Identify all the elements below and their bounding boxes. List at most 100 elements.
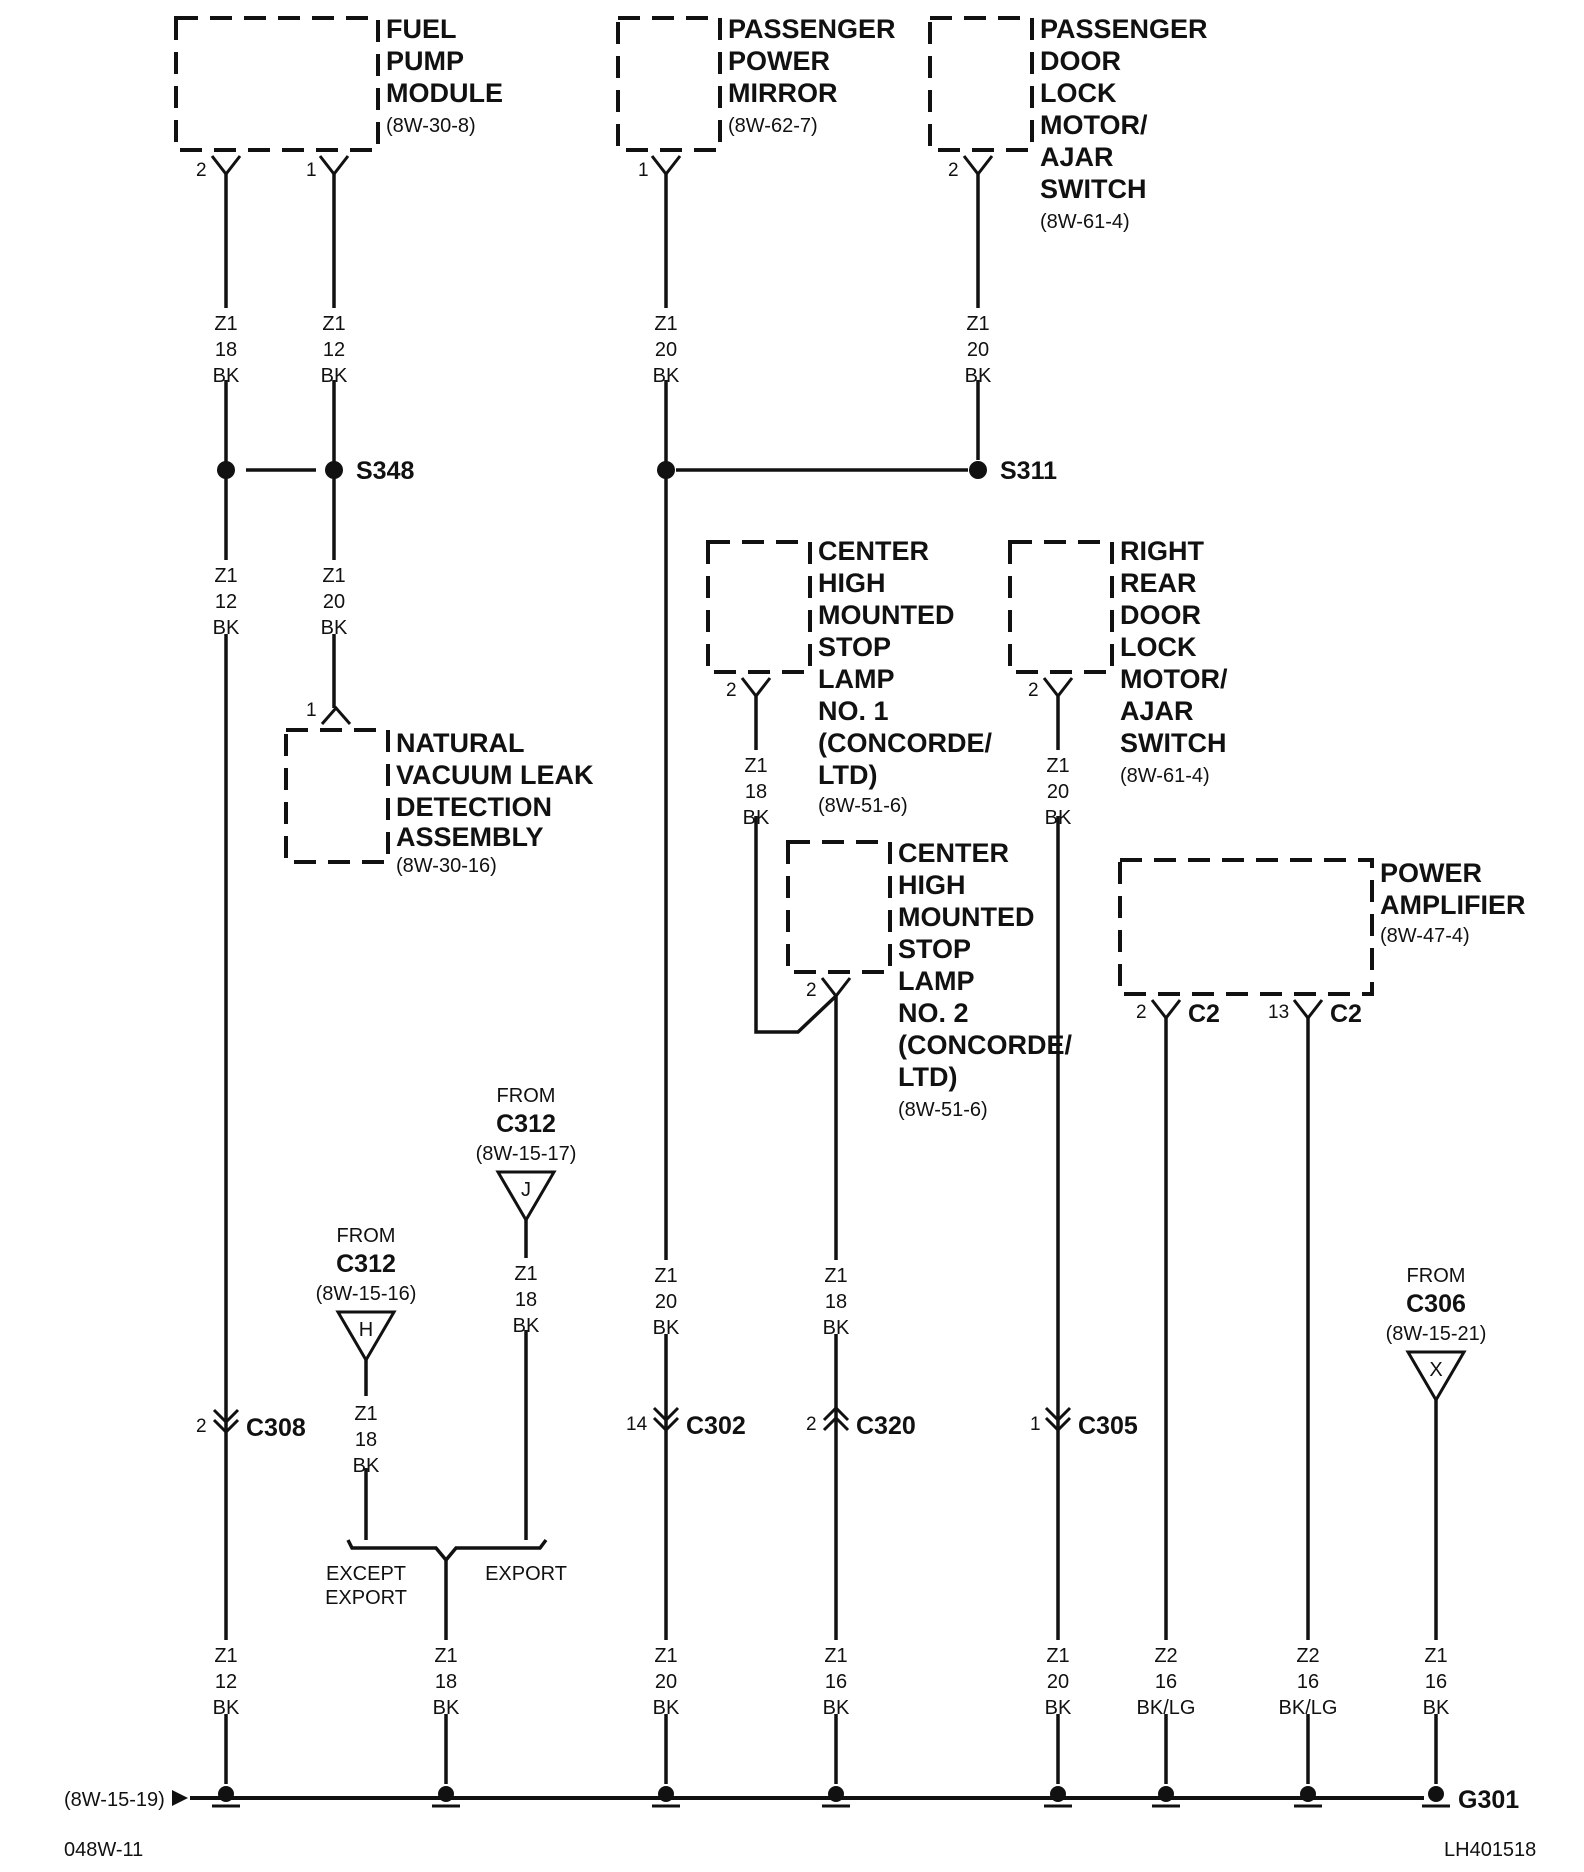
fuel-pump-module-title: FUEL PUMP MODULE (8W-30-8) [386, 14, 503, 137]
terminal-fp1 [318, 155, 350, 177]
comp-line: AJAR [1040, 142, 1114, 172]
wire-circuit: Z1 [214, 565, 237, 587]
offpage-triangle [495, 1170, 557, 1223]
pin-label: 2 [806, 980, 817, 1001]
ground-point [1294, 1786, 1322, 1808]
wire-color: BK [653, 1697, 680, 1719]
amp-connector-label: C2 [1188, 1000, 1220, 1028]
terminal-nv1 [320, 705, 352, 725]
chmsl-2-box [786, 840, 892, 974]
comp-line: HIGH [898, 870, 966, 900]
splice-dot [325, 461, 343, 479]
comp-line: HIGH [818, 568, 886, 598]
amp-connector-label: C2 [1330, 1000, 1362, 1028]
comp-line: DOOR [1120, 600, 1201, 630]
inline-connector-pin: 14 [626, 1414, 648, 1435]
natural-vacuum-leak-box [284, 728, 390, 864]
ground-point [1422, 1786, 1450, 1808]
from-connector: C312 [336, 1250, 396, 1278]
terminal-pm1 [650, 155, 682, 177]
comp-ref: (8W-51-6) [898, 1099, 988, 1121]
comp-line: LTD) [818, 760, 877, 790]
from-ref: (8W-15-16) [316, 1283, 417, 1305]
offpage-letter: X [1429, 1359, 1442, 1381]
from-connector: C312 [496, 1110, 556, 1138]
inline-connector-name: C302 [686, 1412, 746, 1440]
pin-label: 13 [1268, 1002, 1289, 1023]
ground-point [652, 1786, 680, 1808]
comp-line: MOTOR/ [1120, 664, 1228, 694]
comp-line: CENTER [818, 536, 929, 566]
wire-gauge: 20 [1047, 781, 1069, 803]
wire-gauge: 20 [323, 591, 345, 613]
comp-line: FUEL [386, 14, 457, 44]
pin-label: 1 [306, 700, 317, 721]
wire-color: BK [823, 1697, 850, 1719]
comp-line: LAMP [898, 966, 975, 996]
comp-line: SWITCH [1120, 728, 1226, 758]
wire-gauge: 20 [655, 1671, 677, 1693]
wire-circuit: Z1 [824, 1265, 847, 1287]
comp-ref: (8W-51-6) [818, 795, 908, 817]
comp-line: REAR [1120, 568, 1197, 598]
from-ref: (8W-15-21) [1386, 1323, 1487, 1345]
comp-line: SWITCH [1040, 174, 1146, 204]
wire-circuit: Z1 [214, 1645, 237, 1667]
wire-gauge: 20 [1047, 1671, 1069, 1693]
comp-line: NO. 1 [818, 696, 889, 726]
footer-left-code: 048W-11 [64, 1839, 143, 1861]
pin-label: 1 [638, 160, 649, 181]
comp-line: NO. 2 [898, 998, 969, 1028]
offpage-triangle [335, 1310, 397, 1363]
passenger-power-mirror-box [616, 16, 722, 152]
wire-color: BK [1423, 1697, 1450, 1719]
wire-circuit: Z1 [354, 1403, 377, 1425]
comp-line: PUMP [386, 46, 464, 76]
pin-label: 1 [306, 160, 317, 181]
comp-line: LOCK [1120, 632, 1197, 662]
passenger-power-mirror-title: PASSENGER POWER MIRROR (8W-62-7) [728, 14, 896, 137]
wire-circuit: Z1 [824, 1645, 847, 1667]
wire-color: BK [1045, 1697, 1072, 1719]
wire [754, 816, 838, 1034]
comp-ref: (8W-30-8) [386, 115, 476, 137]
wire-circuit: Z1 [322, 565, 345, 587]
splice-label: S311 [1000, 457, 1057, 485]
comp-line: STOP [898, 934, 971, 964]
comp-line: NATURAL [396, 728, 524, 758]
wire-color: BK [213, 617, 240, 639]
footer-right-code: LH401518 [1444, 1839, 1536, 1861]
ground-point [1152, 1786, 1180, 1808]
wire-circuit: Z1 [434, 1645, 457, 1667]
ground-arrow [172, 1790, 188, 1806]
from-label: FROM [337, 1225, 396, 1247]
wire-gauge: 18 [435, 1671, 457, 1693]
comp-line: MODULE [386, 78, 503, 108]
comp-line: (CONCORDE/ [898, 1030, 1072, 1060]
comp-ref: (8W-61-4) [1040, 211, 1130, 233]
terminal-pa13 [1292, 999, 1324, 1021]
wire-color: BK [433, 1697, 460, 1719]
comp-ref: (8W-61-4) [1120, 765, 1210, 787]
comp-line: PASSENGER [728, 14, 896, 44]
comp-line: LTD) [898, 1062, 957, 1092]
option-export-label: EXPORT [485, 1563, 567, 1585]
splice-dot [969, 461, 987, 479]
comp-line: VACUUM LEAK [396, 760, 594, 790]
right-rear-door-lock-title: RIGHT REAR DOOR LOCK MOTOR/ AJAR SWITCH … [1120, 536, 1228, 787]
from-connector: C306 [1406, 1290, 1466, 1318]
ground-point [212, 1786, 240, 1808]
comp-line: STOP [818, 632, 891, 662]
splice-dot [657, 461, 675, 479]
passenger-door-lock-title: PASSENGER DOOR LOCK MOTOR/ AJAR SWITCH (… [1040, 14, 1208, 233]
wire-color: BK [321, 365, 348, 387]
